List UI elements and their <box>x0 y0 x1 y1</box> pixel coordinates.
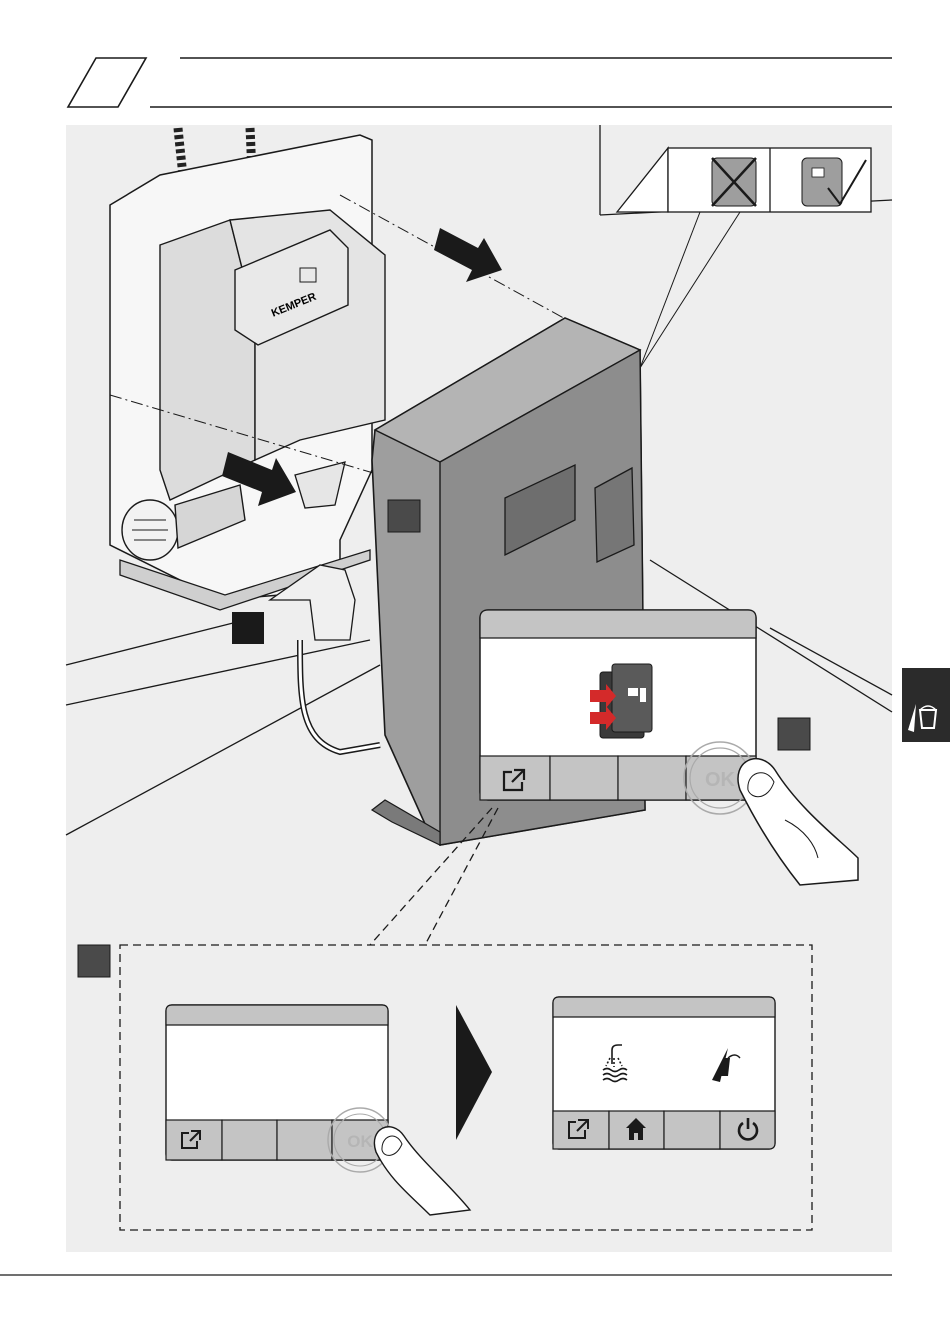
chapter-side-tab <box>902 668 950 742</box>
display-large-button-2[interactable] <box>550 756 618 800</box>
display-before-title-bar <box>166 1005 388 1025</box>
page-footer <box>0 1265 950 1285</box>
display-after-title-bar <box>553 997 775 1017</box>
display-large-ok-label: OK <box>705 769 736 791</box>
display-large-button-3[interactable] <box>618 756 686 800</box>
callout-b <box>232 612 264 644</box>
base-unit: KEMPER <box>110 135 385 752</box>
callout-d <box>78 945 110 977</box>
arrow-upper <box>434 228 502 282</box>
display-large-title-bar <box>480 610 756 638</box>
display-after-button-3[interactable] <box>664 1111 720 1149</box>
leader-triangle <box>617 148 668 212</box>
cleaning-bucket-icon <box>902 668 950 742</box>
finger-pressing <box>374 1127 470 1215</box>
callout-a <box>388 500 420 532</box>
callout-c <box>778 718 810 750</box>
display-after-button-1[interactable] <box>553 1111 609 1149</box>
display-before-button-3[interactable] <box>277 1120 332 1160</box>
display-before: OK <box>166 1005 470 1215</box>
symbol-panel <box>617 148 871 368</box>
cover-not-allowed-icon <box>712 158 756 206</box>
display-before-ok-label: OK <box>347 1132 373 1151</box>
display-after-button-4[interactable] <box>720 1111 775 1149</box>
finger-pressing <box>738 759 858 885</box>
display-before-button-1[interactable] <box>166 1120 222 1160</box>
display-after <box>553 997 775 1149</box>
display-before-button-2[interactable] <box>222 1120 277 1160</box>
transition-arrow <box>456 1005 492 1140</box>
